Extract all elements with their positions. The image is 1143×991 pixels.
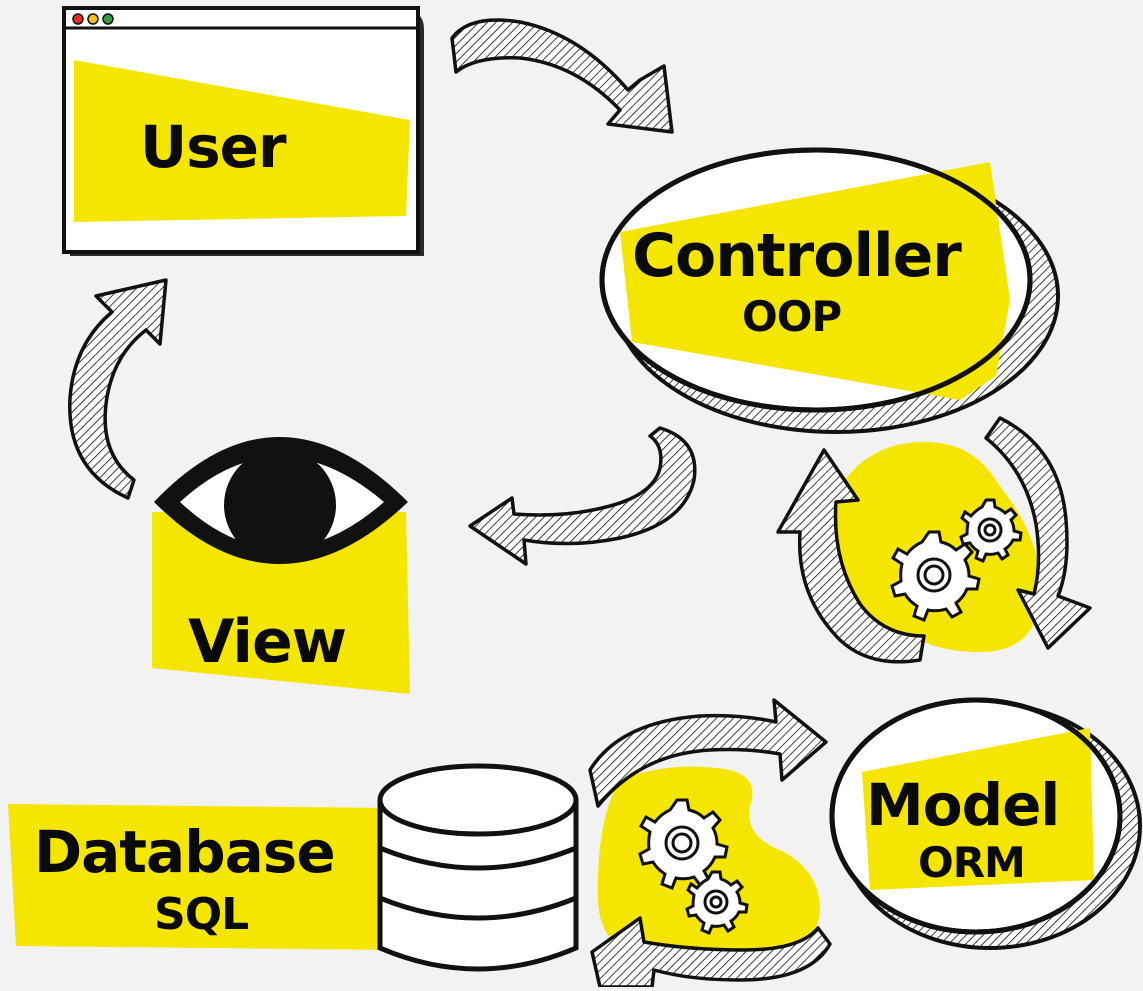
arrow-model-to-database — [590, 916, 832, 989]
controller-node — [599, 147, 1060, 434]
database-highlight-group — [8, 804, 392, 950]
browser-window-icon — [62, 6, 424, 256]
eye-icon — [152, 437, 410, 694]
model-label: Model — [866, 771, 1060, 839]
arrow-database-to-model — [588, 698, 828, 808]
database-cylinder-icon — [377, 763, 579, 972]
controller-sublabel: OOP — [742, 292, 842, 341]
gears-icon — [830, 441, 1041, 652]
controller-label: Controller — [632, 221, 962, 291]
model-node — [829, 697, 1142, 950]
window-maximize-dot — [102, 13, 114, 25]
model-highlight — [862, 728, 1094, 890]
window-close-dot — [72, 13, 84, 25]
database-highlight — [8, 804, 392, 950]
database-label: Database — [34, 818, 336, 886]
view-highlight — [152, 512, 410, 694]
arrow-model-to-controller — [776, 448, 926, 664]
gears-icon-database — [597, 766, 820, 952]
model-sublabel: ORM — [918, 838, 1026, 887]
arrow-user-to-controller — [450, 18, 674, 134]
controller-highlight — [620, 162, 1010, 400]
arrow-controller-to-view — [468, 426, 697, 566]
user-highlight — [74, 60, 410, 222]
view-label: View — [188, 607, 347, 677]
user-label: User — [140, 113, 287, 181]
database-sublabel: SQL — [154, 889, 249, 940]
arrow-controller-to-model — [984, 416, 1092, 650]
window-minimize-dot — [87, 13, 99, 25]
arrow-view-to-user — [68, 278, 168, 500]
